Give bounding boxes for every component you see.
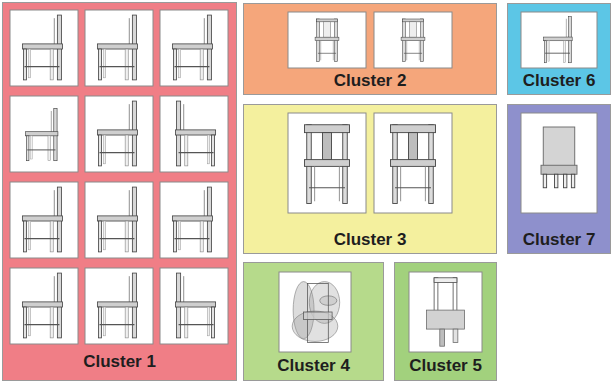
cluster-label: Cluster 7 [523,230,596,250]
cluster-label: Cluster 4 [277,356,350,376]
cluster-4-thumbnail [279,272,351,352]
cluster-box: Cluster 3 [243,104,497,254]
cluster-6-thumbnail [521,12,597,68]
cluster-5-thumbnail [409,272,482,352]
cluster-label: Cluster 5 [409,356,482,376]
cluster-label: Cluster 6 [523,71,596,91]
cluster-box: Cluster 2 [243,3,497,95]
cluster-label: Cluster 2 [334,71,407,91]
cluster-label: Cluster 1 [83,352,156,372]
cluster-7-thumbnail [521,113,597,213]
cluster-label: Cluster 3 [334,230,407,250]
